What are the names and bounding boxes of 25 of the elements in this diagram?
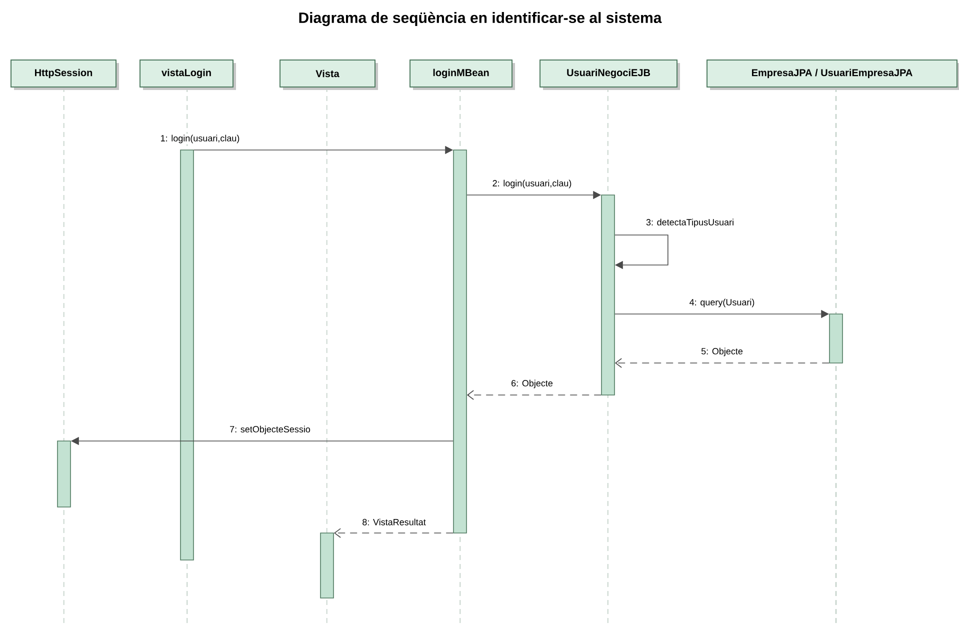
- lifeline-head: vistaLogin: [140, 60, 236, 90]
- message-arrow: [614, 234, 668, 270]
- message-label: 7: setObjecteSessio: [230, 426, 310, 434]
- message-arrow: [334, 528, 454, 538]
- message-label: 2: login(usuari,clau): [492, 180, 572, 188]
- lifeline-head: HttpSession: [10, 60, 119, 90]
- activation-bar: [601, 194, 615, 396]
- message-arrow: [614, 358, 830, 368]
- message-label: 4: query(Usuari): [690, 298, 754, 308]
- diagram-title: Diagrama de seqüència en identificar-se al sistema: [299, 12, 662, 26]
- message-label: 8: VistaResultat: [362, 518, 426, 526]
- message-arrow: [466, 390, 602, 400]
- activation-bar: [180, 150, 194, 560]
- activation-bar: [57, 440, 71, 508]
- activation-bar: [453, 150, 467, 534]
- lifeline-head: loginMBean: [410, 60, 515, 90]
- message-label: 3: detectaTipusUsuari: [646, 218, 734, 228]
- lifeline-head: UsuariNegociEJB: [540, 60, 680, 90]
- message-label: 6: Objecte: [512, 380, 553, 388]
- activation-bar: [320, 532, 334, 598]
- lifeline-head: Vista: [280, 60, 378, 90]
- activation-bar: [829, 314, 843, 364]
- message-label: 1: login(usuari,clau): [161, 134, 240, 144]
- message-label: 5: Objecte: [701, 348, 743, 356]
- lifeline-head: EmpresaJPA / UsuariEmpresaJPA: [706, 60, 959, 90]
